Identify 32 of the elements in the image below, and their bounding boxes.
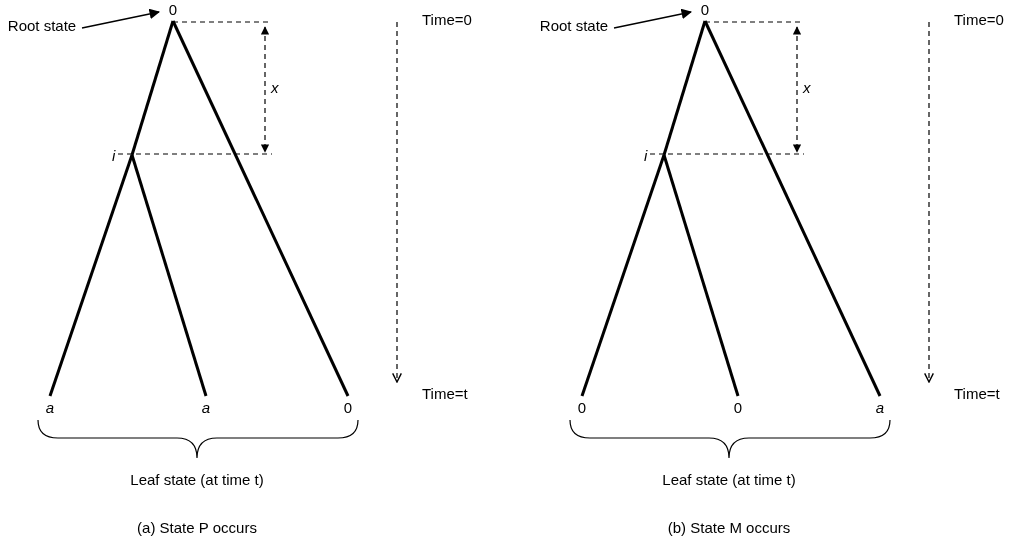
time-label: Time=0 [954,10,1005,30]
tree-branch [580,154,666,397]
tree-branch [48,154,134,397]
time-label: Time=t [422,384,469,404]
tree-branch [703,20,882,397]
axis-caption: Leaf state (at time t) [129,470,265,490]
leaf-state-label: 0 [729,398,747,418]
internal-node-label: i [112,146,132,166]
time-label: Time=0 [422,10,473,30]
leaf-state-label: a [41,398,59,418]
tree-branch [130,20,175,156]
distance-label: x [271,78,280,98]
tree-branch [171,20,350,397]
distance-label: x [803,78,812,98]
axis-caption: Leaf state (at time t) [661,470,797,490]
root-state-label: Root state [536,16,612,36]
root-state-label: 0 [695,0,715,20]
leaf-state-label: a [197,398,215,418]
root-state-label: Root state [4,16,80,36]
tree-branch [662,20,707,156]
root-state-label: 0 [163,0,183,20]
pointer-arrow [81,8,161,29]
tree-branch [130,154,208,397]
internal-node-label: i [644,146,664,166]
pointer-arrow [613,8,693,29]
time-label: Time=t [954,384,1001,404]
leaf-state-label: 0 [573,398,591,418]
panel-caption: (b) State M occurs [666,518,792,538]
leaf-state-label: a [871,398,889,418]
leaf-state-label: 0 [339,398,357,418]
tree-branch [662,154,740,397]
panel-caption: (a) State P occurs [136,518,258,538]
